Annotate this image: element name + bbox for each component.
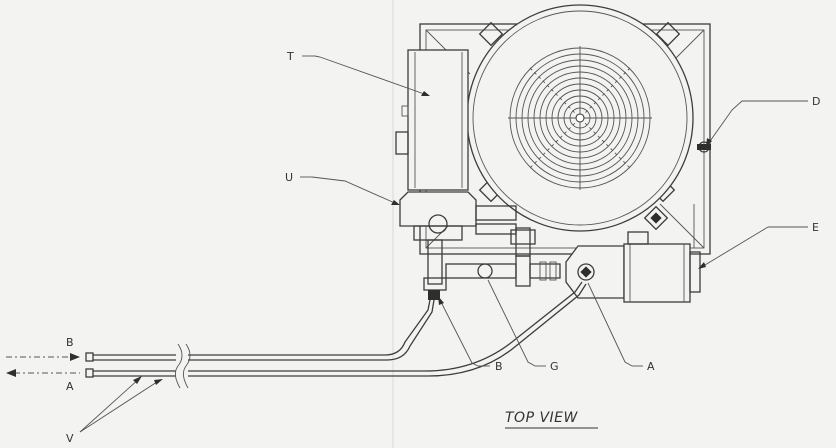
label-g: G xyxy=(550,360,559,373)
motor-base xyxy=(399,191,517,241)
label-fitting-b: B xyxy=(495,360,503,373)
pump-motor xyxy=(565,204,701,303)
label-t: T xyxy=(286,50,294,63)
label-fitting-a: A xyxy=(647,360,655,373)
label-e: E xyxy=(812,221,819,234)
spiral-disc xyxy=(466,4,694,232)
motor-housing xyxy=(395,49,469,191)
flow-arrows xyxy=(6,353,80,377)
frame-valve xyxy=(643,205,669,231)
fitting-d xyxy=(697,141,711,153)
tubing xyxy=(85,281,587,389)
label-v: V xyxy=(66,432,74,445)
tube-entry-fitting xyxy=(428,290,440,300)
label-d: D xyxy=(812,95,821,108)
label-tube-a: A xyxy=(66,380,74,393)
view-title: TOP VIEW xyxy=(505,410,579,426)
leader-lines xyxy=(79,55,808,433)
pipe-assembly xyxy=(423,227,561,291)
label-tube-b: B xyxy=(66,336,74,349)
label-u: U xyxy=(285,171,294,184)
